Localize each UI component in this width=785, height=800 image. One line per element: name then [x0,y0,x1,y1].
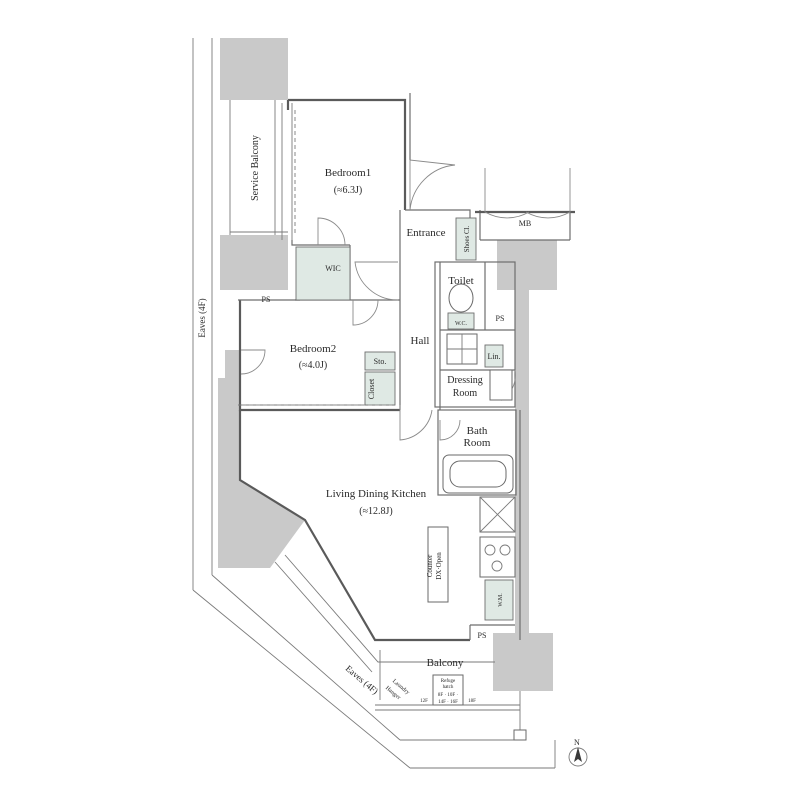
dressing-label-2: Room [453,388,478,399]
closet-label: Closet [367,378,376,399]
refuge-label-2: hatch [443,685,454,690]
toilet-bowl [448,283,474,313]
north-label: N [574,738,580,747]
counter [427,526,449,603]
eaves-left-label: Eaves (4F) [197,298,207,337]
ps-label-1: PS [262,295,271,304]
closet-area [364,371,396,406]
cooktop [479,536,516,578]
washing-machine [489,369,513,401]
wc-label: W.C. [455,321,468,327]
bath-label-1: Bath [467,425,488,437]
sto-label: Sto. [374,357,387,366]
walls [229,93,575,741]
ps-label-2: PS [496,314,505,323]
linen-area [484,344,504,368]
north-arrow: N [568,738,588,767]
fixtures [242,110,516,603]
service-balcony-label: Service Balcony [250,135,261,201]
refuge-label-1: Refuge [441,679,456,684]
shoes-closet-label: Shoes Cl. [463,225,471,252]
refuge-floor-12: 12F [420,699,428,704]
wc-tank [447,312,475,330]
shoes-closet-area [455,217,477,261]
refuge-hatch [432,674,464,706]
bedroom2-label: Bedroom2 [290,343,336,355]
fridge-space [484,579,514,621]
refuge-floors-2: 14F · 16F [438,700,458,705]
wic-area [295,246,351,301]
wm-label: W.M. [498,593,504,607]
ps-label-3: PS [478,631,487,640]
building-edge [192,38,556,769]
bedroom1-label: Bedroom1 [325,167,371,179]
hall-label: Hall [411,335,430,347]
linen-label: Lin. [487,352,500,361]
ldk-area: (≈12.8J) [359,506,393,517]
storage-areas [295,217,514,621]
sto-area [364,351,396,371]
bedroom2-area: (≈4.0J) [299,360,328,371]
refuge-floors-1: 8F · 10F · [438,693,458,698]
bedroom1-area: (≈6.3J) [334,185,363,196]
balcony-label: Balcony [427,657,464,669]
room-labels: Bedroom1 (≈6.3J) Bedroom2 (≈4.0J) Living… [250,135,491,669]
counter-label-1: Counter [426,554,434,577]
mb-label: MB [519,219,531,228]
ldk-label: Living Dining Kitchen [326,488,427,500]
eaves-bottom-label: Eaves (4F) [344,663,380,696]
bath-label-2: Room [464,437,491,449]
entrance-label: Entrance [406,227,445,239]
dressing-label-1: Dressing [447,375,483,386]
wic-label: WIC [325,264,341,273]
storage-labels: WIC Shoes Cl. Sto. Closet Lin. W.C. W.M. [325,225,504,606]
toilet-label: Toilet [448,275,474,287]
counter-label-2: DX·Open [435,552,443,580]
refuge-floor-18: 18F [468,699,476,704]
